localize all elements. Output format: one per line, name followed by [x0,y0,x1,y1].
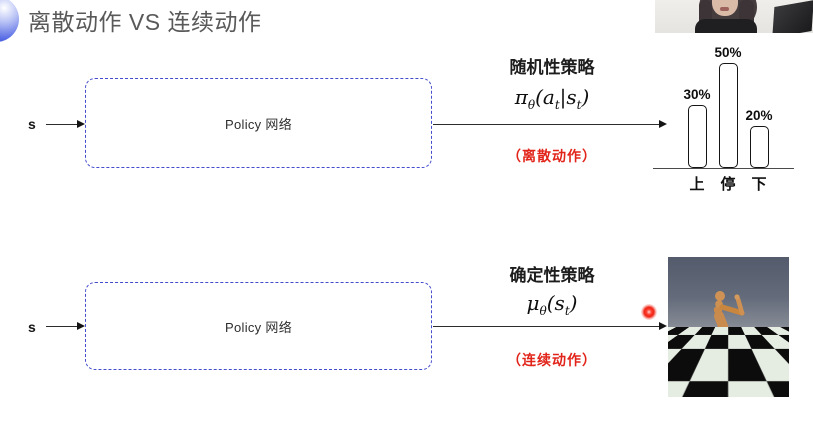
category-label-stop: 停 [720,176,736,193]
bar-group-up: 30% [678,87,716,168]
state-input-label: s [28,319,36,335]
policy-network-box: Policy 网络 [85,78,432,168]
bar-value-label: 50% [714,45,742,60]
category-label-down: 下 [751,176,767,193]
laser-pointer-dot [641,304,657,320]
chair-back [772,0,813,33]
presenter-mouth [720,7,729,11]
flow-arrow [433,120,667,128]
action-probability-chart: 30% 50% 20% 上 停 下 [653,36,795,194]
simulation-sky [668,257,789,331]
bar-value-label: 20% [745,108,773,123]
flow-arrow [46,322,85,330]
presenter-webcam [655,0,813,33]
stochastic-policy-formula: πθ(at|st) [514,85,590,112]
title-bullet-icon [0,0,19,42]
humanoid-robot-figure [691,291,745,383]
flow-arrow [433,322,667,330]
policy-network-box: Policy 网络 [85,282,432,370]
humanoid-simulation-image [668,257,789,397]
probability-bar [718,63,738,168]
category-label-up: 上 [689,176,705,193]
probability-bar [687,105,707,168]
bar-group-stop: 50% [709,45,747,168]
policy-network-label: Policy 网络 [225,116,292,132]
stochastic-policy-title: 随机性策略 [509,58,595,77]
discrete-action-note: （离散动作） [507,148,597,164]
presenter-body [695,19,757,33]
chart-baseline [653,168,794,170]
state-input-label: s [28,116,36,132]
bar-value-label: 30% [683,87,711,102]
probability-bar [749,126,769,168]
flow-arrow [46,120,85,128]
deterministic-policy-formula: μθ(st) [526,291,578,318]
continuous-action-note: （连续动作） [507,352,597,368]
policy-network-label: Policy 网络 [225,319,292,335]
page-title: 离散动作 VS 连续动作 [28,9,262,35]
bar-group-down: 20% [740,108,778,168]
deterministic-policy-title: 确定性策略 [509,266,595,285]
